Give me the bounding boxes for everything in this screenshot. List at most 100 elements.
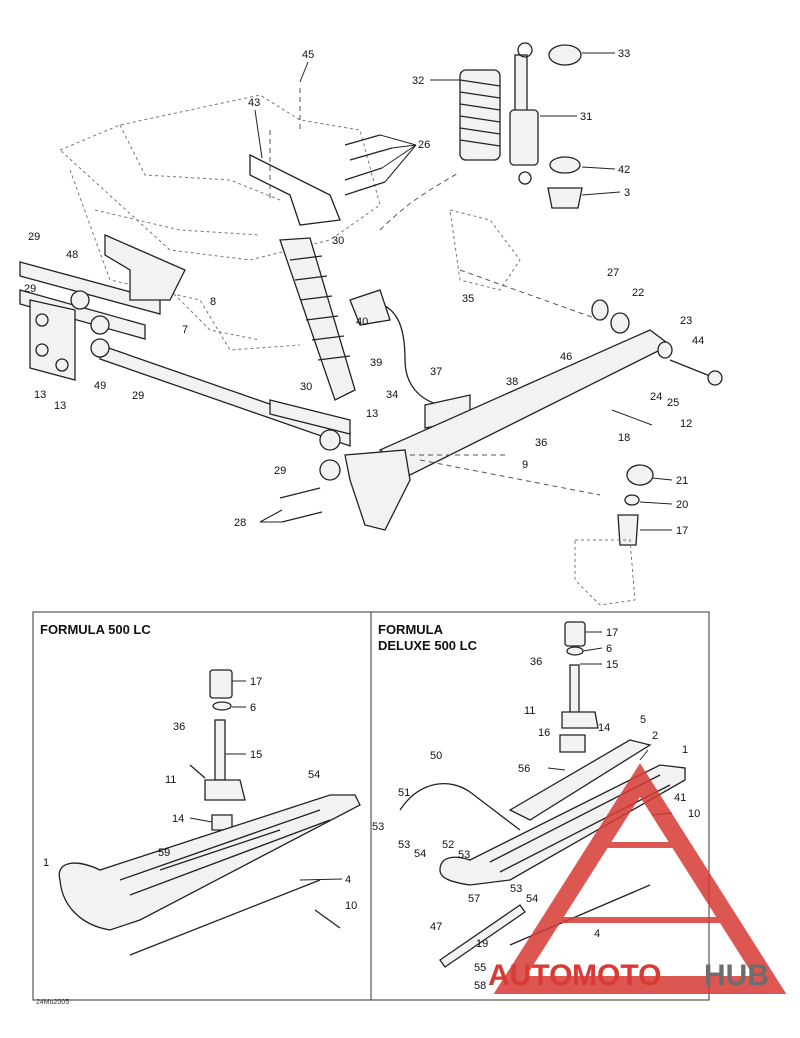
callout-main: 29 bbox=[274, 465, 286, 477]
callout-right: 50 bbox=[430, 750, 442, 762]
watermark-moto: MOTO bbox=[572, 959, 661, 992]
callout-right: 56 bbox=[518, 763, 530, 775]
callout-right: 55 bbox=[474, 962, 486, 974]
callout-main: 33 bbox=[618, 48, 630, 60]
callout-main: 37 bbox=[430, 366, 442, 378]
callout-left: 14 bbox=[172, 813, 184, 825]
callout-right: 54 bbox=[526, 893, 538, 905]
right-panel-callouts: 17 6 36 15 11 14 5 16 2 1 50 56 51 53 53… bbox=[372, 627, 700, 992]
callout-right: 16 bbox=[538, 727, 550, 739]
callout-main: 40 bbox=[356, 316, 368, 328]
callout-main: 28 bbox=[234, 517, 246, 529]
callout-right: 1 bbox=[682, 744, 688, 756]
left-panel-callouts: 17 6 36 15 11 54 14 59 1 4 10 bbox=[43, 676, 357, 912]
callout-main: 12 bbox=[680, 418, 692, 430]
upper-bracket bbox=[249, 153, 341, 226]
callout-right: 11 bbox=[524, 705, 535, 717]
callout-main: 13 bbox=[54, 400, 66, 412]
callout-main: 18 bbox=[618, 432, 630, 444]
watermark-logo bbox=[493, 763, 787, 994]
callout-left: 6 bbox=[250, 702, 256, 714]
right-panel-title-line1: FORMULA bbox=[378, 622, 444, 637]
callout-main: 26 bbox=[418, 139, 430, 151]
callout-main: 9 bbox=[522, 459, 528, 471]
callout-left: 1 bbox=[43, 857, 49, 869]
callout-main: 29 bbox=[28, 231, 40, 243]
callout-main: 24 bbox=[650, 391, 662, 403]
spring-cup-bottom bbox=[549, 156, 581, 174]
callout-right: 14 bbox=[598, 722, 610, 734]
callout-right: 54 bbox=[414, 848, 426, 860]
callout-main: 31 bbox=[580, 111, 592, 123]
left-panel-ski bbox=[58, 669, 361, 956]
callout-right: 36 bbox=[530, 656, 542, 668]
callout-main: 29 bbox=[24, 283, 36, 295]
callout-main: 20 bbox=[676, 499, 688, 511]
callout-main: 49 bbox=[94, 380, 106, 392]
callout-main: 7 bbox=[182, 324, 188, 336]
callout-main: 38 bbox=[506, 376, 518, 388]
callout-right: 2 bbox=[652, 730, 658, 742]
callout-right: 17 bbox=[606, 627, 618, 639]
figure-code: 24Mu2005 bbox=[36, 999, 69, 1006]
callout-left: 59 bbox=[158, 847, 170, 859]
callout-main: 32 bbox=[412, 75, 424, 87]
callout-main: 35 bbox=[462, 293, 474, 305]
callout-main: 43 bbox=[248, 97, 260, 109]
coil-spring bbox=[459, 69, 501, 161]
callout-right: 19 bbox=[476, 938, 488, 950]
callout-right: 5 bbox=[640, 714, 646, 726]
callout-left: 15 bbox=[250, 749, 262, 761]
callout-right: 10 bbox=[688, 808, 700, 820]
callout-main: 3 bbox=[624, 187, 630, 199]
callout-main: 25 bbox=[667, 397, 679, 409]
callout-right: 47 bbox=[430, 921, 442, 933]
callout-main: 44 bbox=[692, 335, 704, 347]
callout-main: 42 bbox=[618, 164, 630, 176]
bolts-26 bbox=[344, 134, 393, 196]
callout-main: 27 bbox=[607, 267, 619, 279]
callout-main: 30 bbox=[332, 235, 344, 247]
watermark-hub: HUB bbox=[704, 959, 769, 992]
callout-right: 53 bbox=[458, 849, 470, 861]
callout-left: 10 bbox=[345, 900, 357, 912]
callout-main: 22 bbox=[632, 287, 644, 299]
right-panel-title-line2: DELUXE 500 LC bbox=[378, 638, 478, 653]
callout-right: 15 bbox=[606, 659, 618, 671]
callout-right: 6 bbox=[606, 643, 612, 655]
callout-main: 45 bbox=[302, 49, 314, 61]
main-assembly bbox=[19, 42, 723, 606]
callout-main: 13 bbox=[34, 389, 46, 401]
callout-right: 58 bbox=[474, 980, 486, 992]
callout-main: 17 bbox=[676, 525, 688, 537]
callout-main: 21 bbox=[676, 475, 688, 487]
callout-main: 23 bbox=[680, 315, 692, 327]
radius-rods bbox=[19, 261, 351, 447]
pivot-bracket bbox=[104, 234, 186, 301]
callout-right: 51 bbox=[398, 787, 410, 799]
callout-left: 17 bbox=[250, 676, 262, 688]
callout-right: 4 bbox=[594, 928, 600, 940]
left-panel-title: FORMULA 500 LC bbox=[40, 622, 151, 637]
callout-main: 34 bbox=[386, 389, 398, 401]
main-callouts: 45 43 26 33 32 31 42 3 29 48 30 8 35 27 … bbox=[24, 48, 704, 537]
callout-main: 39 bbox=[370, 357, 382, 369]
callout-main: 48 bbox=[66, 249, 78, 261]
spindle-housing bbox=[344, 449, 411, 531]
callout-main: 36 bbox=[535, 437, 547, 449]
sway-bar-arm bbox=[349, 289, 391, 326]
callout-left: 11 bbox=[165, 774, 176, 786]
callout-right: 53 bbox=[372, 821, 384, 833]
callout-main: 30 bbox=[300, 381, 312, 393]
callout-main: 46 bbox=[560, 351, 572, 363]
callout-right: 41 bbox=[674, 792, 686, 804]
plate-49 bbox=[29, 299, 76, 381]
adjuster-cam bbox=[547, 187, 583, 209]
watermark-text: AUTO MOTO HUB bbox=[488, 959, 769, 992]
callout-right: 57 bbox=[468, 893, 480, 905]
callout-right: 53 bbox=[398, 839, 410, 851]
callout-left: 54 bbox=[308, 769, 320, 781]
callout-main: 13 bbox=[366, 408, 378, 420]
callout-main: 8 bbox=[210, 296, 216, 308]
